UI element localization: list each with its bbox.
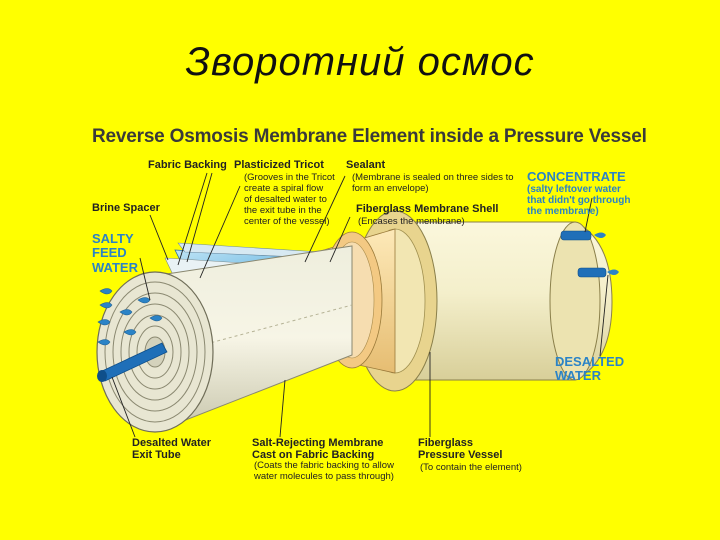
label-concentrate: CONCENTRATE — [527, 169, 626, 184]
outlet-pipes — [560, 230, 619, 278]
diagram-title: Reverse Osmosis Membrane Element inside … — [92, 126, 647, 147]
slide-title: Зворотний осмос — [185, 40, 535, 84]
exit-tube — [97, 342, 168, 382]
note-plasticized-tricot: (Grooves in the Tricot create a spiral f… — [244, 172, 335, 227]
label-brine-spacer: Brine Spacer — [92, 202, 160, 214]
label-desalted-exit-tube: Desalted Water Exit Tube — [132, 437, 212, 462]
leader-lines — [111, 172, 609, 438]
note-sealant: (Membrane is sealed on three sides to fo… — [352, 172, 514, 194]
label-sealant: Sealant — [346, 159, 386, 171]
note-pressure-vessel: (To contain the element) — [420, 462, 522, 473]
feed-water-drops — [97, 288, 163, 346]
label-desalted-water: DESALTED WATER — [555, 354, 625, 384]
label-salty-feed-water: SALTY FEED WATER — [92, 231, 138, 275]
label-pressure-vessel: Fiberglass Pressure Vessel — [418, 437, 503, 462]
note-concentrate: (salty leftover water that didn't go thr… — [527, 184, 631, 218]
note-fiberglass-shell: (Encases the membrane) — [358, 216, 465, 227]
label-fiberglass-shell: Fiberglass Membrane Shell — [356, 203, 499, 215]
label-fabric-backing: Fabric Backing — [148, 159, 227, 171]
label-plasticized-tricot: Plasticized Tricot — [234, 159, 324, 171]
label-salt-rejecting-membrane: Salt-Rejecting Membrane Cast on Fabric B… — [252, 437, 384, 462]
note-salt-rejecting-membrane: (Coats the fabric backing to allow water… — [254, 460, 394, 482]
